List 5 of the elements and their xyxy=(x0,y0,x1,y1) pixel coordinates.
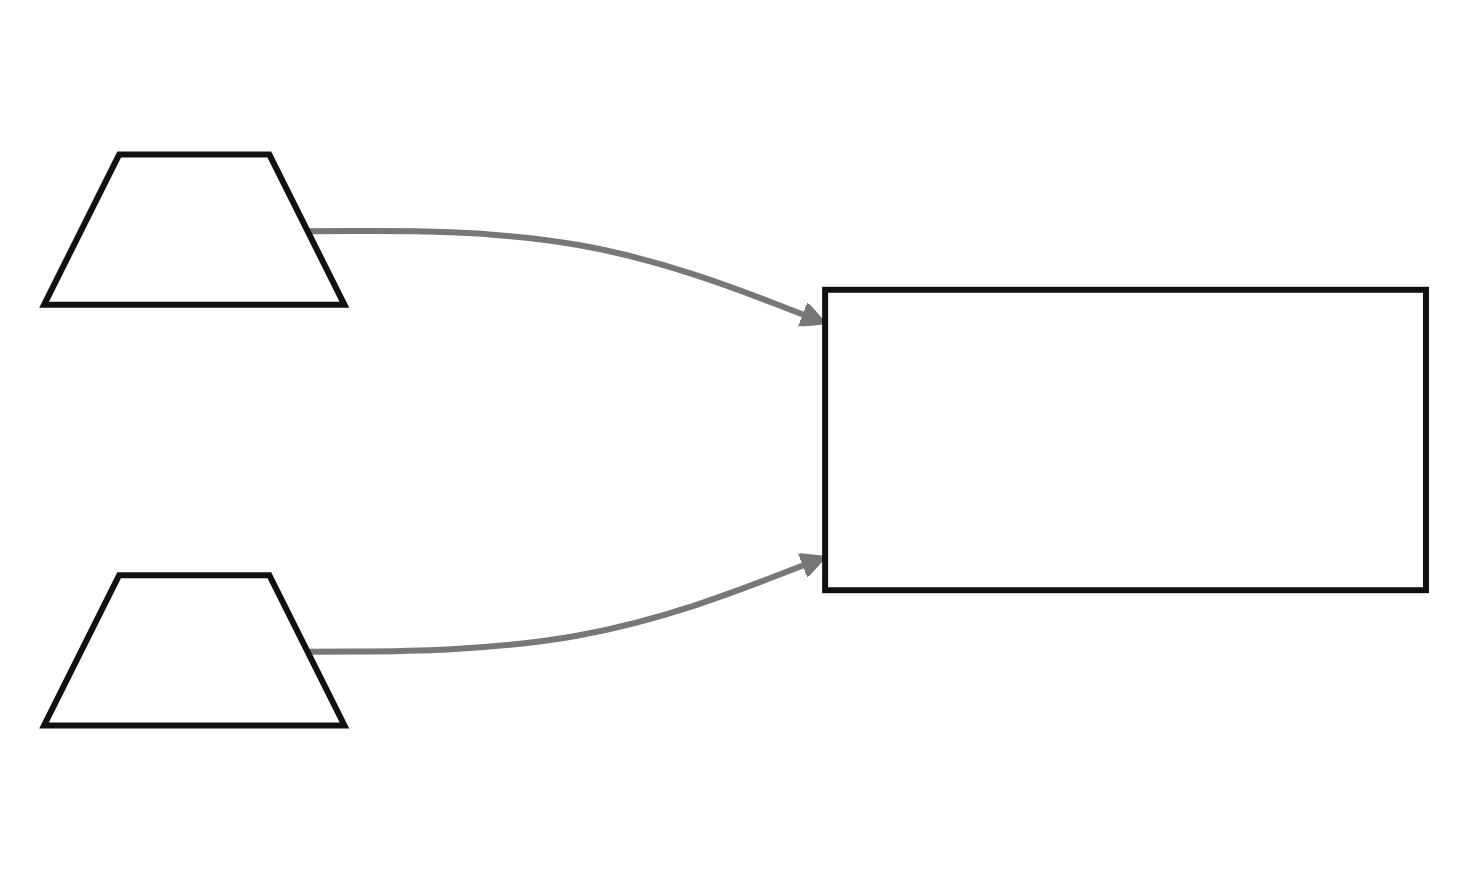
arrow xyxy=(308,227,827,327)
quadrilateral-shape xyxy=(39,151,350,308)
rectangle-box xyxy=(822,286,1429,594)
quadrilateral-shape xyxy=(39,572,350,729)
arrow xyxy=(308,553,827,655)
